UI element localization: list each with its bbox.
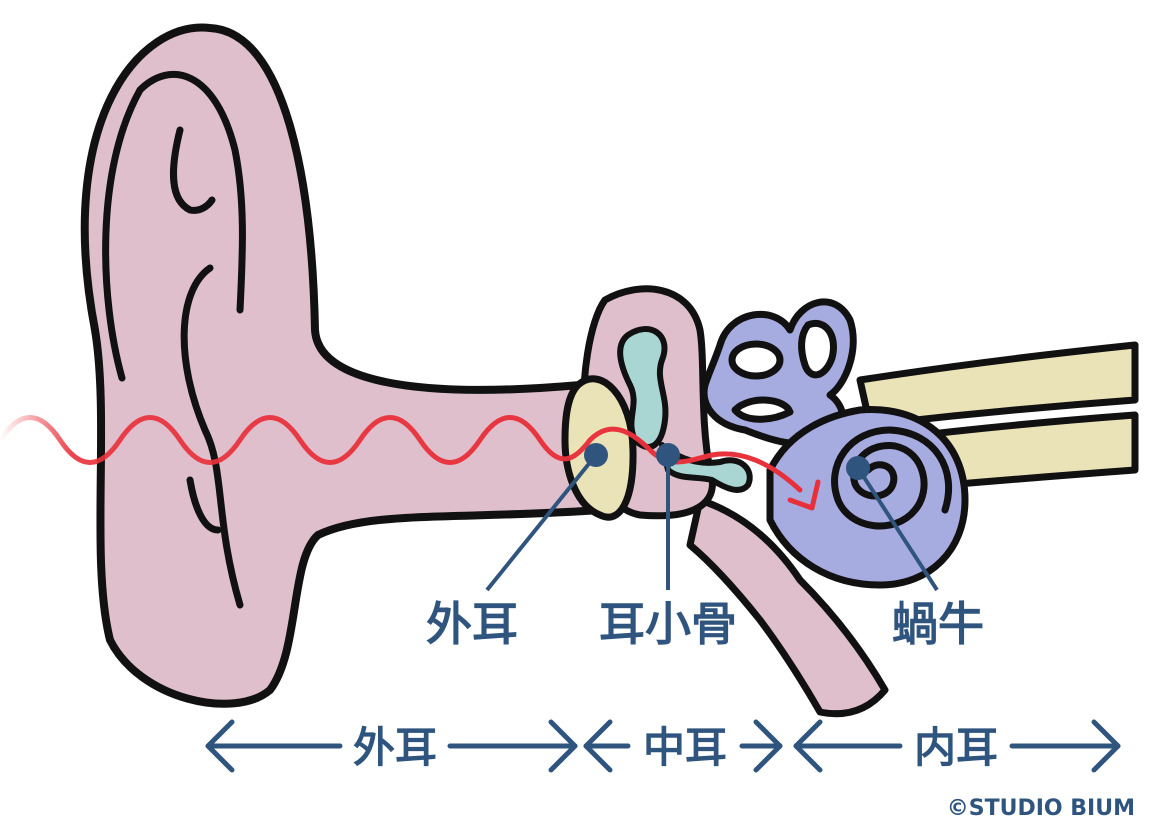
credit-text: ©STUDIO BIUM — [947, 796, 1135, 821]
ossicles-shape — [617, 326, 753, 493]
auricle-folds — [102, 71, 246, 609]
auditory-nerve — [856, 341, 1139, 494]
cochlea-shape — [766, 406, 969, 589]
label-pointers — [485, 443, 939, 592]
label-cochlea: 蝸牛 — [892, 597, 984, 651]
semicircular-canals — [700, 298, 857, 448]
label-ossicles: 耳小骨 — [599, 597, 737, 651]
section-inner-ear: 内耳 — [914, 723, 998, 772]
eustachian-tube — [686, 496, 889, 718]
section-arrows — [205, 719, 1121, 773]
auricle — [80, 23, 604, 708]
section-outer-ear: 外耳 — [353, 723, 437, 772]
section-middle-ear: 中耳 — [643, 723, 727, 772]
ossicles-dot — [656, 443, 680, 467]
label-outer-ear-part: 外耳 — [426, 597, 518, 651]
sound-wave-arrowhead — [787, 479, 821, 511]
cochlea-dot — [846, 456, 870, 480]
outer-ear-part-dot — [584, 443, 608, 467]
sound-wave — [0, 415, 803, 493]
